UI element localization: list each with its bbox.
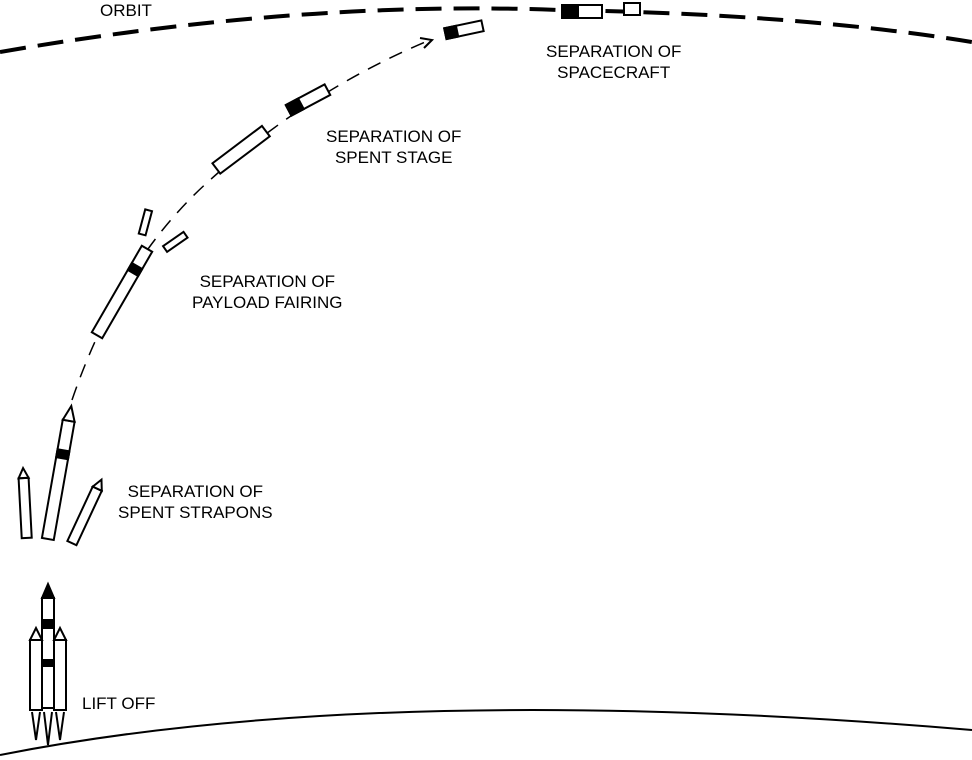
label-payload-fairing-separation: SEPARATION OF PAYLOAD FAIRING [192, 271, 343, 313]
rocket-liftoff [28, 581, 68, 746]
label-line: SEPARATION OF [546, 42, 682, 61]
rocket-spacecraft-separation [443, 2, 641, 41]
label-line: SPENT STAGE [334, 148, 453, 167]
liftoff-label: LIFT OFF [82, 694, 156, 713]
rocket-strapon-separation [17, 403, 104, 547]
label-strapon-separation: SEPARATION OF SPENT STRAPONS [118, 481, 273, 523]
label-spent-stage-separation: SEPARATION OF SPENT STAGE [326, 126, 461, 168]
rocket-fairing-separation [90, 208, 189, 340]
earth-surface [0, 709, 972, 756]
label-line: SEPARATION OF [127, 482, 263, 501]
label-line: SPACECRAFT [557, 63, 671, 82]
label-line: SEPARATION OF [326, 127, 462, 146]
orbit-label: ORBIT [100, 1, 152, 20]
trajectory-path [71, 39, 431, 401]
label-line: PAYLOAD FAIRING [192, 293, 343, 312]
label-line: SEPARATION OF [199, 272, 335, 291]
rocket-spent-stage-separation [211, 83, 332, 176]
label-line: SPENT STRAPONS [118, 503, 273, 522]
label-spacecraft-separation: SEPARATION OF SPACECRAFT [546, 41, 681, 83]
trajectory-arrow-icon [419, 37, 435, 49]
orbit-path [0, 6, 972, 54]
